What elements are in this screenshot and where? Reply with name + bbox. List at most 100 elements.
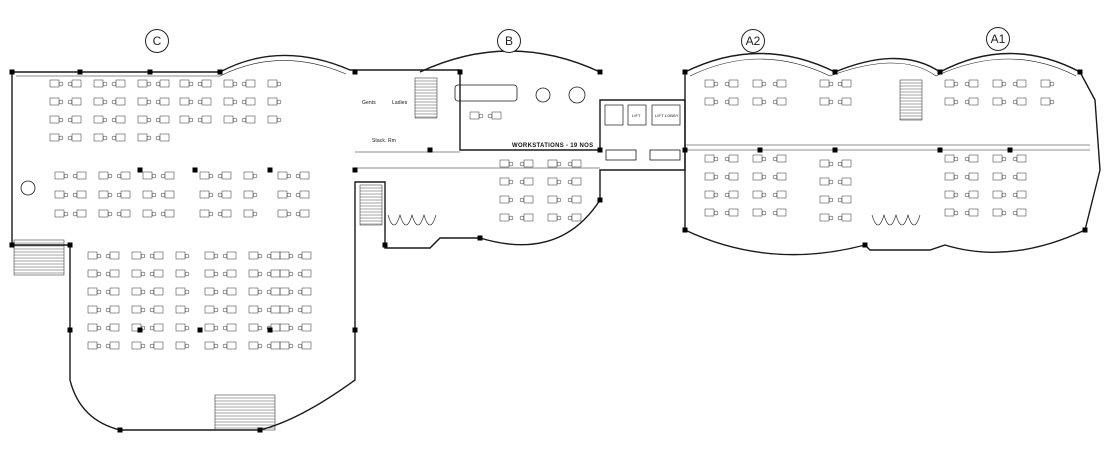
workstation <box>944 172 959 181</box>
workstation <box>54 171 69 180</box>
workstation <box>752 172 767 181</box>
workstation <box>499 195 514 204</box>
workstation <box>222 305 237 314</box>
workstation <box>87 287 102 296</box>
workstation <box>772 190 787 199</box>
stair-left <box>13 239 65 276</box>
workstation <box>1040 79 1055 88</box>
workstation <box>267 79 282 88</box>
column <box>1082 227 1088 233</box>
workstation <box>547 177 562 186</box>
workstation <box>964 208 979 217</box>
workstation <box>752 97 767 106</box>
workstation <box>155 79 170 88</box>
column <box>427 147 433 153</box>
workstation <box>67 133 82 142</box>
workstation <box>752 79 767 88</box>
workstation <box>87 251 102 260</box>
workstation <box>519 177 534 186</box>
column <box>77 69 83 75</box>
outer-walls <box>11 50 1101 431</box>
structural-columns <box>9 69 1088 433</box>
stair-blocks <box>13 77 923 431</box>
workstation <box>160 171 175 180</box>
workstation <box>248 269 263 278</box>
workstation <box>277 209 292 218</box>
workstation <box>297 251 312 260</box>
stair-core-b <box>414 77 438 119</box>
workstation <box>116 171 131 180</box>
workstation <box>267 97 282 106</box>
workstation <box>499 213 514 222</box>
workstation <box>752 208 767 217</box>
wing-b-dome <box>419 50 601 73</box>
workstations-label: WORKSTATIONS - 19 NOS <box>512 143 594 149</box>
workstation <box>72 171 87 180</box>
workstation <box>175 251 190 260</box>
workstation <box>179 79 194 88</box>
workstation <box>1012 97 1027 106</box>
workstation <box>93 79 108 88</box>
workstation <box>772 172 787 181</box>
meeting-table-a <box>605 149 637 161</box>
workstation <box>111 133 126 142</box>
workstation <box>547 195 562 204</box>
workstation <box>222 269 237 278</box>
workstation <box>142 171 157 180</box>
workstation <box>248 305 263 314</box>
workstation <box>772 97 787 106</box>
workstation <box>149 287 164 296</box>
column <box>597 147 603 153</box>
workstation <box>116 209 131 218</box>
workstation <box>752 190 767 199</box>
workstation <box>116 190 131 199</box>
corridor-lines <box>355 144 1090 169</box>
workstation <box>179 115 194 124</box>
workstation <box>54 209 69 218</box>
workstation <box>964 172 979 181</box>
workstation <box>547 213 562 222</box>
zone-marker-c: C <box>145 29 169 53</box>
stack-room-label: Stack. Rm <box>372 138 396 144</box>
workstation <box>197 97 212 106</box>
bay-a <box>871 213 921 226</box>
column <box>682 69 688 75</box>
workstation <box>137 115 152 124</box>
workstation <box>519 159 534 168</box>
workstation <box>499 177 514 186</box>
workstation <box>149 323 164 332</box>
lift-1 <box>604 104 624 126</box>
workstation <box>567 159 582 168</box>
workstation <box>724 154 739 163</box>
workstation <box>217 209 232 218</box>
workstation <box>724 208 739 217</box>
stair-bottom <box>214 394 276 431</box>
wing-c-inner <box>16 60 347 77</box>
workstation <box>279 287 294 296</box>
workstation <box>248 251 263 260</box>
workstation <box>87 269 102 278</box>
workstation <box>992 97 1007 106</box>
workstation <box>724 79 739 88</box>
stair-core-a <box>899 79 923 121</box>
workstation <box>204 269 219 278</box>
workstation <box>519 213 534 222</box>
workstation <box>87 305 102 314</box>
workstation <box>87 341 102 350</box>
workstation <box>487 111 502 120</box>
workstation <box>179 97 194 106</box>
column <box>352 327 358 333</box>
workstation <box>837 177 852 186</box>
workstation <box>72 209 87 218</box>
workstation <box>519 195 534 204</box>
workstation <box>49 79 64 88</box>
column <box>137 167 143 173</box>
workstation <box>837 213 852 222</box>
workstation <box>724 172 739 181</box>
wing-c-outline <box>11 54 686 431</box>
workstation <box>837 79 852 88</box>
workstation <box>704 172 719 181</box>
workstation <box>217 190 232 199</box>
workstation <box>217 171 232 180</box>
column <box>67 242 73 248</box>
